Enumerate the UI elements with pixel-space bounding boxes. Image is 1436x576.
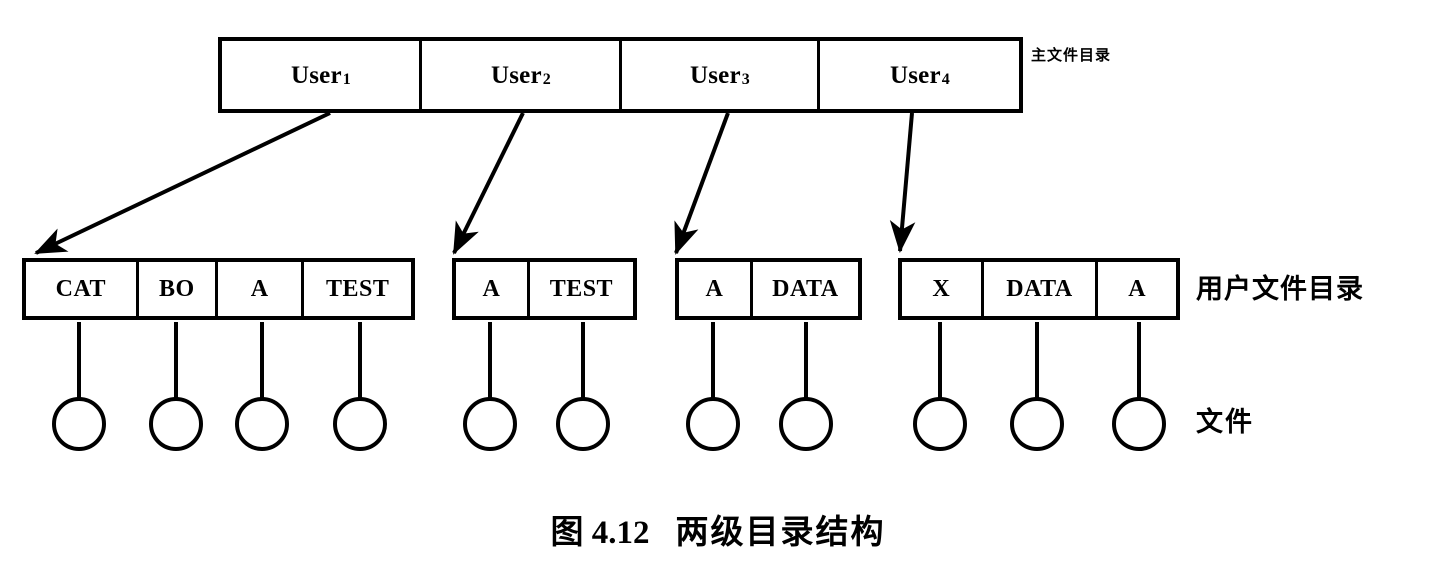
user-file-directory-label: 用户文件目录 xyxy=(1196,274,1364,305)
figure-caption: 图 4.12 两级目录结构 xyxy=(0,505,1436,553)
file-circle-2[interactable] xyxy=(149,397,203,451)
ufd4-entry-data[interactable]: DATA xyxy=(984,262,1099,316)
mfd-cell-user2-label: User xyxy=(491,61,542,89)
ufd-to-file-stems xyxy=(77,322,1141,399)
ufd4-entry-x[interactable]: X xyxy=(902,262,984,316)
mfd-cell-user1-label: User xyxy=(291,61,342,89)
arrow-user1-to-ufd xyxy=(34,111,331,255)
ufd1-entry-test[interactable]: TEST xyxy=(325,276,390,302)
file-circle-9[interactable] xyxy=(913,397,967,451)
ufd3-entry-a[interactable]: A xyxy=(679,262,753,316)
user-file-directory-row-2: A TEST xyxy=(452,258,637,320)
arrow-user3-to-ufd xyxy=(674,112,730,255)
file-circle-7[interactable] xyxy=(686,397,740,451)
mfd-cell-user3-index: 3 xyxy=(741,71,750,88)
file-circle-8[interactable] xyxy=(779,397,833,451)
file-circle-10[interactable] xyxy=(1010,397,1064,451)
ufd2-entry-test[interactable]: TEST xyxy=(549,276,614,302)
ufd1-entry-bo[interactable]: BO xyxy=(139,262,219,316)
mfd-cell-user4-index: 4 xyxy=(941,71,950,88)
user-file-directory-row-4: X DATA A xyxy=(898,258,1180,320)
file-circle-1[interactable] xyxy=(52,397,106,451)
figure-caption-title: 两级目录结构 xyxy=(675,512,886,551)
mfd-cell-user3-label: User xyxy=(690,61,741,89)
file-circle-3[interactable] xyxy=(235,397,289,451)
arrow-user2-to-ufd xyxy=(452,112,525,255)
ufd1-entry-a[interactable]: A xyxy=(218,262,305,316)
user-file-directory-row-1: CAT BO A TEST xyxy=(22,258,415,320)
mfd-cell-user4-label: User xyxy=(890,61,941,89)
ufd1-entry-cat[interactable]: CAT xyxy=(26,262,139,316)
master-file-directory-label: 主文件目录 xyxy=(1031,46,1112,64)
file-circles xyxy=(52,397,1166,451)
mfd-cell-user2-index: 2 xyxy=(542,71,551,88)
ufd2-entry-a[interactable]: A xyxy=(456,262,530,316)
file-circle-5[interactable] xyxy=(463,397,517,451)
file-circle-11[interactable] xyxy=(1112,397,1166,451)
ufd3-entry-data[interactable]: DATA xyxy=(772,276,839,302)
figure-caption-number: 图 4.12 xyxy=(550,515,650,551)
user-file-directory-row-3: A DATA xyxy=(675,258,862,320)
mfd-cell-user1-index: 1 xyxy=(342,71,351,88)
arrow-user4-to-ufd xyxy=(889,112,916,253)
file-circle-4[interactable] xyxy=(333,397,387,451)
mfd-to-ufd-arrows xyxy=(34,111,916,255)
file-circle-6[interactable] xyxy=(556,397,610,451)
files-label: 文件 xyxy=(1196,407,1254,438)
ufd4-entry-a[interactable]: A xyxy=(1128,276,1147,302)
